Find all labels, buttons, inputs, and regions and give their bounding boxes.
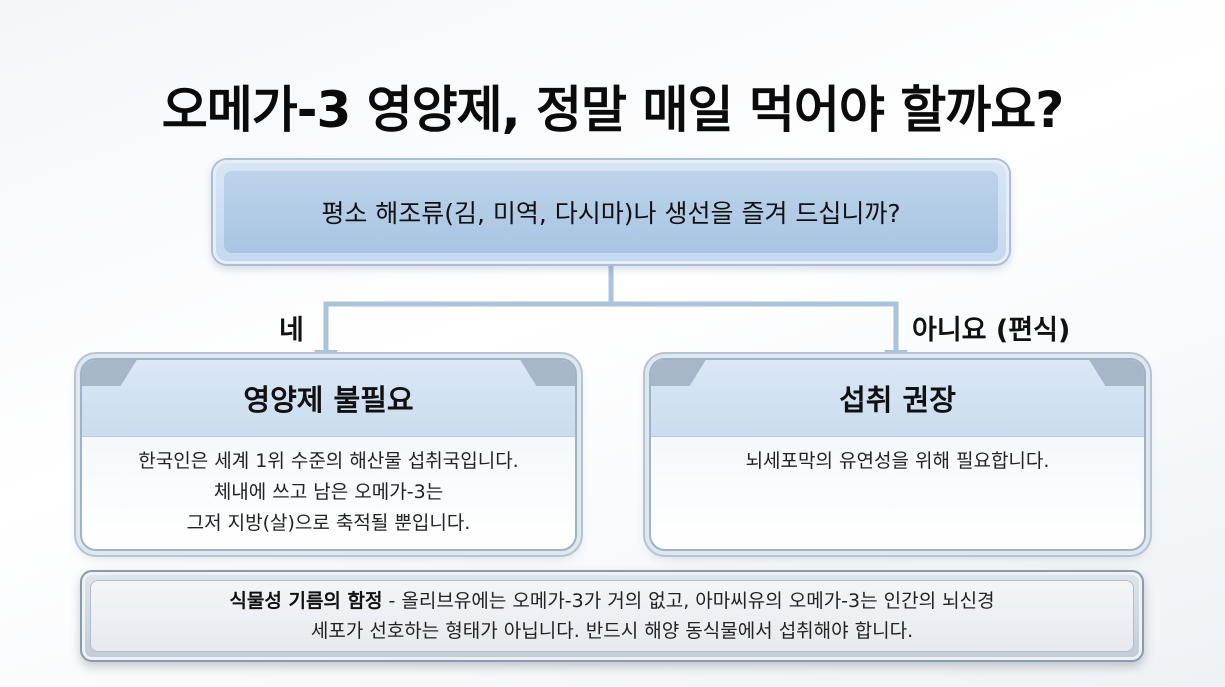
question-text: 평소 해조류(김, 미역, 다시마)나 생선을 즐겨 드십니까? bbox=[321, 199, 901, 228]
card-body: 뇌세포막의 유연성을 위해 필요합니다. bbox=[651, 446, 1144, 477]
connector-yes bbox=[323, 301, 611, 352]
question-box: 평소 해조류(김, 미역, 다시마)나 생선을 즐겨 드십니까? bbox=[213, 160, 1009, 264]
note-line-1: 식물성 기름의 함정 - 올리브유에는 오메가-3가 거의 없고, 아마씨유의 … bbox=[229, 586, 994, 616]
result-card-yes: 영양제 불필요 한국인은 세계 1위 수준의 해산물 섭취국입니다. 체내에 쓰… bbox=[80, 358, 577, 551]
note-bold-title: 식물성 기름의 함정 bbox=[229, 590, 383, 612]
card-line: 한국인은 세계 1위 수준의 해산물 섭취국입니다. bbox=[138, 450, 519, 472]
connector-no bbox=[611, 301, 899, 352]
card-body: 한국인은 세계 1위 수준의 해산물 섭취국입니다. 체내에 쓰고 남은 오메가… bbox=[82, 446, 575, 539]
branch-label-yes: 네 bbox=[279, 315, 304, 346]
page-title: 오메가-3 영양제, 정말 매일 먹어야 할까요? bbox=[161, 81, 1065, 139]
card-line: 그저 지방(살)으로 축적될 뿐입니다. bbox=[186, 512, 471, 534]
card-line: 뇌세포막의 유연성을 위해 필요합니다. bbox=[745, 450, 1050, 472]
result-card-no: 섭취 권장 뇌세포막의 유연성을 위해 필요합니다. bbox=[649, 358, 1146, 551]
branch-label-no: 아니요 (편식) bbox=[912, 315, 1071, 346]
card-line: 체내에 쓰고 남은 오메가-3는 bbox=[213, 481, 444, 503]
card-heading: 섭취 권장 bbox=[651, 360, 1144, 437]
note-text: - 올리브유에는 오메가-3가 거의 없고, 아마씨유의 오메가-3는 인간의 … bbox=[382, 590, 995, 612]
card-heading: 영양제 불필요 bbox=[82, 360, 575, 437]
warning-note: 식물성 기름의 함정 - 올리브유에는 오메가-3가 거의 없고, 아마씨유의 … bbox=[80, 570, 1144, 662]
note-line-2: 세포가 선호하는 형태가 아닙니다. 반드시 해양 동식물에서 섭취해야 합니다… bbox=[310, 620, 914, 642]
